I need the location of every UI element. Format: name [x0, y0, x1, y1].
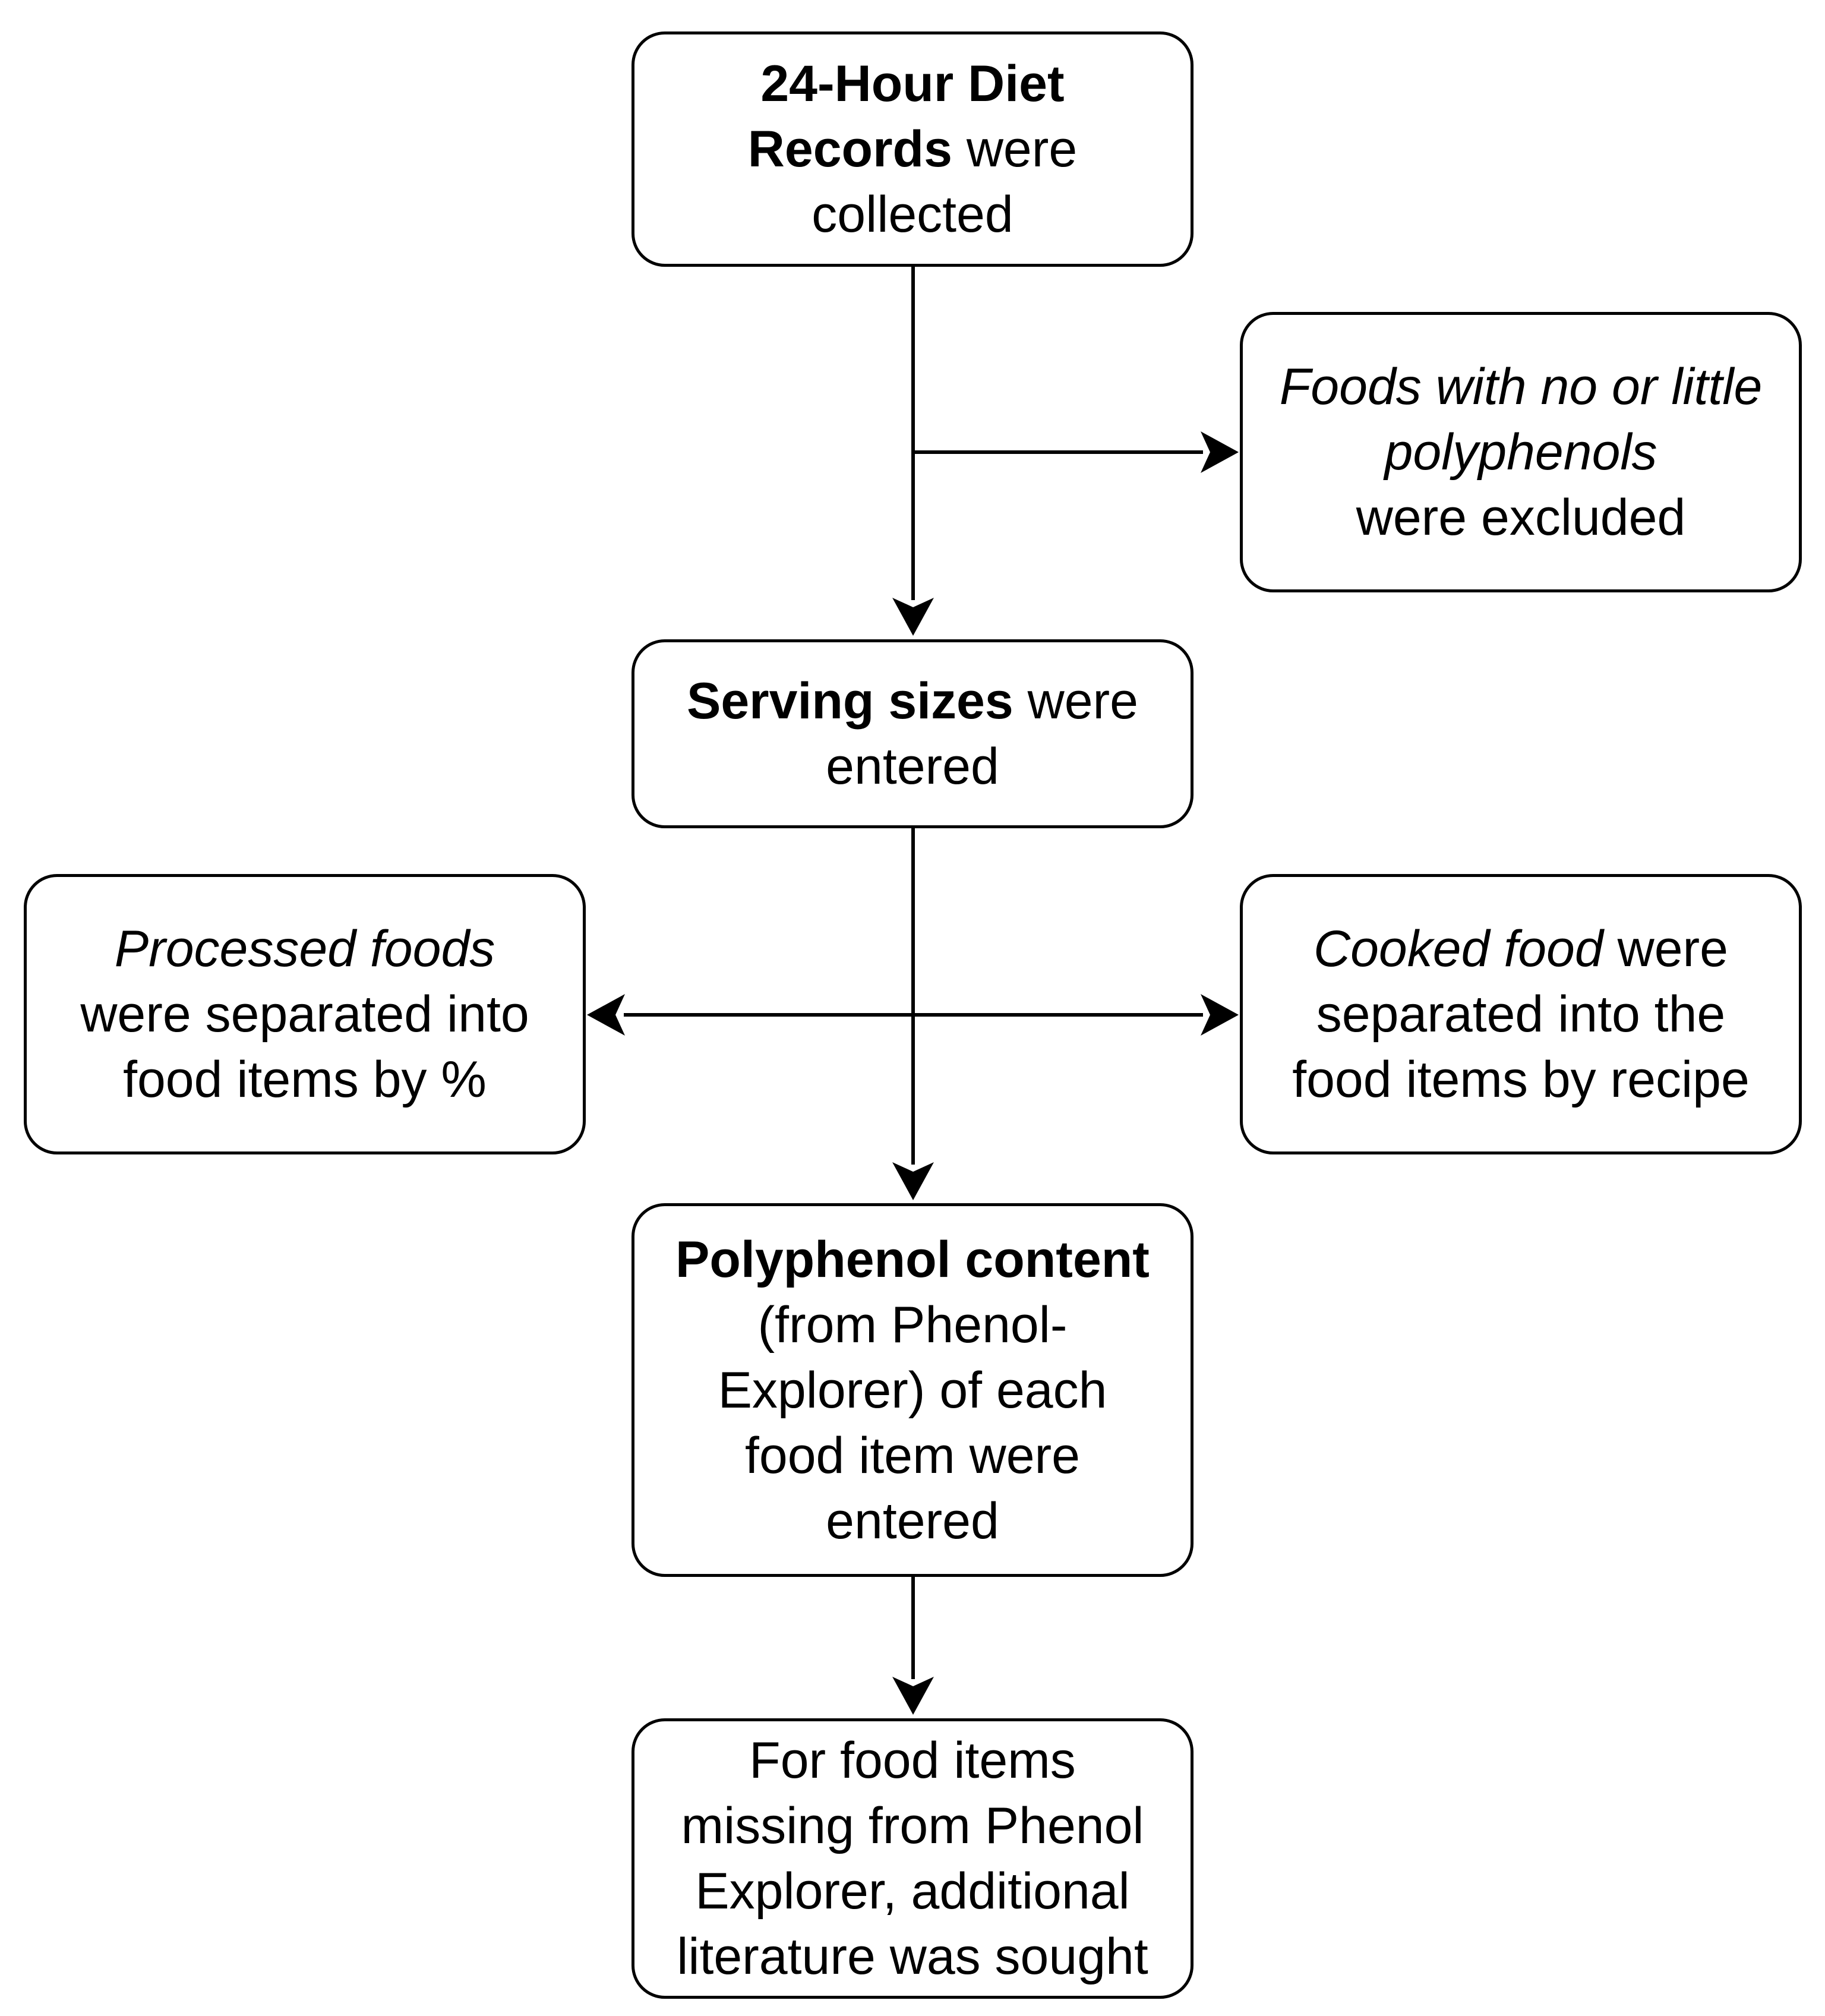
missing-items-box: For food items missing from Phenol Explo…: [632, 1718, 1193, 1999]
excluded-foods-box: Foods with no or little polyphenols were…: [1240, 312, 1802, 592]
diet-records-line-2: Records were: [748, 116, 1077, 182]
cooked-line-1-rest: were: [1603, 920, 1728, 977]
content-line-5: entered: [826, 1492, 999, 1550]
diet-records-box: 24-Hour Diet Records were collected: [632, 31, 1193, 267]
cooked-italic-words: Cooked food: [1314, 920, 1603, 977]
content-line-4: food item were: [744, 1427, 1081, 1484]
content-line-2: (from Phenol-: [757, 1296, 1068, 1354]
excluded-line-1: Foods with no or little: [1279, 358, 1763, 415]
processed-line-3: food items by %: [123, 1051, 487, 1108]
processed-line-1: Processed foods: [114, 920, 495, 977]
missing-line-1: For food items: [749, 1732, 1076, 1789]
arrow-diet-to-serving: [892, 598, 934, 636]
diet-records-bold-word: Records: [747, 121, 952, 178]
processed-foods-box: Processed foods were separated into food…: [24, 874, 586, 1154]
missing-line-3: Explorer, additional: [695, 1863, 1130, 1920]
arrow-to-excluded: [1201, 431, 1239, 473]
serving-bold-words: Serving sizes: [686, 673, 1013, 730]
content-line-1: Polyphenol content: [675, 1231, 1150, 1288]
cooked-food-box: Cooked food were separated into the food…: [1240, 874, 1802, 1154]
polyphenol-content-box: Polyphenol content (from Phenol- Explore…: [632, 1203, 1193, 1577]
diet-records-line-2-rest: were: [952, 121, 1078, 178]
missing-line-2: missing from Phenol: [681, 1797, 1144, 1854]
diet-records-line-1: 24-Hour Diet: [760, 55, 1065, 112]
arrow-to-cooked: [1201, 994, 1239, 1036]
excluded-line-2: polyphenols: [1384, 424, 1657, 481]
processed-line-2: were separated into: [80, 986, 529, 1043]
arrow-content-to-missing: [892, 1677, 934, 1715]
cooked-line-3: food items by recipe: [1292, 1051, 1750, 1108]
arrow-to-processed: [587, 994, 625, 1036]
cooked-line-1: Cooked food were: [1314, 916, 1728, 982]
serving-line-1-rest: were: [1013, 673, 1139, 730]
serving-line-2: entered: [826, 738, 999, 795]
diet-records-line-3: collected: [812, 186, 1013, 243]
excluded-line-3: were excluded: [1356, 489, 1686, 546]
serving-line-1: Serving sizes were: [687, 668, 1138, 734]
serving-sizes-box: Serving sizes were entered: [632, 639, 1193, 828]
missing-line-4: literature was sought: [677, 1928, 1148, 1985]
cooked-line-2: separated into the: [1316, 986, 1726, 1043]
content-line-3: Explorer) of each: [718, 1361, 1107, 1419]
arrow-serving-to-content: [892, 1162, 934, 1200]
